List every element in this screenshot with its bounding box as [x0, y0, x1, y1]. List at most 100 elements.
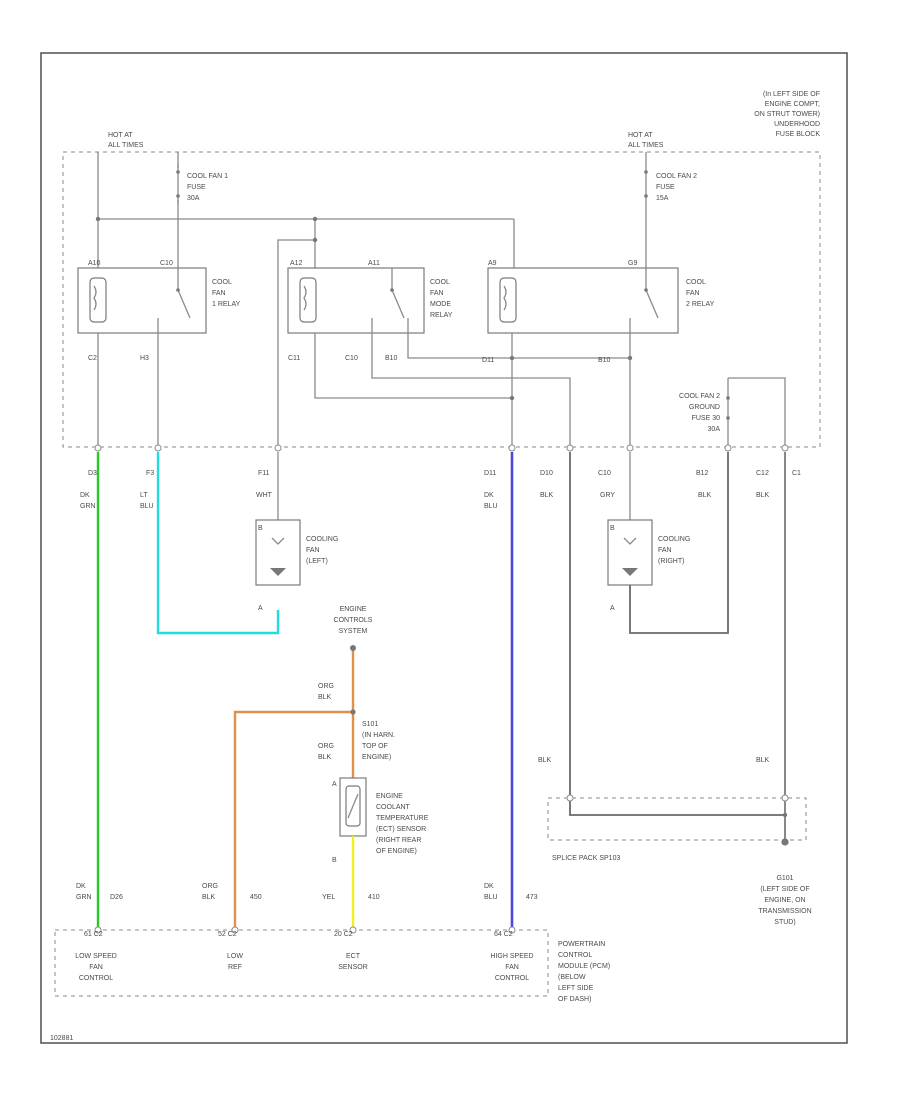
svg-text:(LEFT SIDE OF: (LEFT SIDE OF: [760, 886, 809, 893]
svg-text:ON STRUT TOWER): ON STRUT TOWER): [754, 111, 820, 118]
svg-text:LOW: LOW: [227, 953, 243, 960]
svg-text:S101: S101: [362, 721, 378, 728]
svg-text:B10: B10: [598, 357, 611, 364]
svg-text:GRY: GRY: [600, 492, 615, 499]
svg-text:FAN: FAN: [658, 547, 672, 554]
svg-text:STUD): STUD): [774, 919, 795, 926]
svg-text:F11: F11: [258, 470, 270, 477]
svg-text:C11: C11: [288, 355, 300, 362]
svg-text:MODE: MODE: [430, 301, 451, 308]
svg-text:LOW SPEED: LOW SPEED: [75, 953, 117, 960]
svg-text:COOL FAN 2: COOL FAN 2: [656, 173, 697, 180]
svg-text:DK: DK: [80, 492, 90, 499]
svg-text:CONTROL: CONTROL: [79, 975, 113, 982]
svg-text:64 C2: 64 C2: [494, 931, 513, 938]
svg-text:2 RELAY: 2 RELAY: [686, 301, 715, 308]
blk-ground-wire-right: [629, 452, 729, 634]
svg-text:COOL: COOL: [430, 279, 450, 286]
svg-text:B: B: [332, 857, 337, 864]
svg-text:FUSE: FUSE: [656, 184, 675, 191]
svg-text:30A: 30A: [708, 426, 721, 433]
svg-text:450: 450: [250, 894, 262, 901]
svg-text:REF: REF: [228, 964, 242, 971]
svg-text:BLK: BLK: [540, 492, 554, 499]
underhood-location-label: (In LEFT SIDE OF ENGINE COMPT, ON STRUT …: [754, 91, 820, 138]
ground-g101: G101 (LEFT SIDE OF ENGINE, ON TRANSMISSI…: [758, 838, 812, 926]
cool-fan-2-ground-fuse: COOL FAN 2 GROUND FUSE 30 30A: [679, 377, 786, 445]
svg-text:COOL FAN 1: COOL FAN 1: [187, 173, 228, 180]
svg-text:COOL: COOL: [212, 279, 232, 286]
cooling-fan-left: B A COOLING FAN (LEFT): [255, 519, 338, 612]
svg-text:F3: F3: [146, 470, 154, 477]
blk-ground-wire-left: [569, 452, 785, 816]
svg-text:HOT AT: HOT AT: [628, 132, 653, 139]
svg-text:COOLING: COOLING: [658, 536, 690, 543]
fuse-block-pin-labels: D3 F3 F11 D11 D10 C10 B12 C12 C1: [88, 470, 801, 477]
svg-text:A: A: [332, 781, 337, 788]
relay-junction-dots: [509, 355, 633, 401]
hot-at-all-times-right-label: HOT AT ALL TIMES: [628, 132, 664, 149]
svg-text:WHT: WHT: [256, 492, 273, 499]
svg-text:(BELOW: (BELOW: [558, 974, 586, 981]
svg-text:SPLICE PACK SP103: SPLICE PACK SP103: [552, 855, 620, 862]
svg-text:COOLING: COOLING: [306, 536, 338, 543]
svg-text:DK: DK: [76, 883, 86, 890]
svg-text:TEMPERATURE: TEMPERATURE: [376, 815, 429, 822]
svg-text:(IN HARN.: (IN HARN.: [362, 732, 395, 739]
svg-text:FAN: FAN: [505, 964, 519, 971]
svg-text:(In LEFT SIDE OF: (In LEFT SIDE OF: [763, 91, 820, 98]
pcm-boundary: [54, 929, 549, 997]
hot-at-all-times-left-label: HOT AT ALL TIMES: [108, 132, 144, 149]
svg-text:BLK: BLK: [756, 757, 770, 764]
svg-text:CONTROLS: CONTROLS: [334, 617, 373, 624]
svg-text:SYSTEM: SYSTEM: [339, 628, 368, 635]
engine-controls-system-label: ENGINE CONTROLS SYSTEM: [334, 606, 373, 635]
splice-pack-sp103-boundary: [547, 797, 807, 841]
svg-text:D11: D11: [484, 470, 496, 477]
svg-text:(ECT) SENSOR: (ECT) SENSOR: [376, 826, 426, 833]
svg-text:ALL TIMES: ALL TIMES: [108, 142, 144, 149]
svg-text:BLK: BLK: [202, 894, 216, 901]
svg-text:GRN: GRN: [80, 503, 96, 510]
svg-text:RELAY: RELAY: [430, 312, 453, 319]
pcm-function-labels: LOW SPEED FAN CONTROL LOW REF ECT SENSOR…: [75, 953, 533, 982]
splice-s101-label: S101 (IN HARN. TOP OF ENGINE): [362, 721, 395, 761]
svg-text:OF ENGINE): OF ENGINE): [376, 848, 417, 855]
pcm-connectors: 61 C2 52 C2 20 C2 64 C2: [84, 926, 516, 938]
svg-text:GROUND: GROUND: [689, 404, 720, 411]
svg-text:FUSE: FUSE: [187, 184, 206, 191]
svg-text:D11: D11: [482, 357, 494, 364]
svg-text:ORG: ORG: [202, 883, 218, 890]
svg-text:ENGINE COMPT,: ENGINE COMPT,: [765, 101, 820, 108]
svg-text:ECT: ECT: [346, 953, 361, 960]
svg-text:C1: C1: [792, 470, 801, 477]
ect-sensor: A B ENGINE COOLANT TEMPERATURE (ECT) SEN…: [332, 777, 429, 864]
svg-text:FUSE 30: FUSE 30: [692, 415, 721, 422]
svg-text:(RIGHT REAR: (RIGHT REAR: [376, 837, 421, 844]
org-blk-label-2: ORG BLK: [318, 743, 334, 761]
svg-text:BLU: BLU: [484, 503, 498, 510]
svg-text:POWERTRAIN: POWERTRAIN: [558, 941, 605, 948]
svg-text:C10: C10: [160, 260, 173, 267]
wire-color-labels: DK GRN LT BLU WHT DK BLU BLK GRY BLK BLK: [80, 492, 770, 510]
svg-text:A11: A11: [368, 260, 380, 267]
svg-text:FAN: FAN: [306, 547, 320, 554]
cool-fan-2-fuse: COOL FAN 2 FUSE 15A: [644, 170, 697, 202]
cool-fan-1-fuse: COOL FAN 1 FUSE 30A: [176, 164, 228, 204]
svg-text:COOLANT: COOLANT: [376, 804, 411, 811]
svg-text:20 C2: 20 C2: [334, 931, 353, 938]
svg-text:473: 473: [526, 894, 538, 901]
svg-text:D10: D10: [540, 470, 553, 477]
svg-text:B: B: [610, 525, 615, 532]
org-blk-label-1: ORG BLK: [318, 683, 334, 701]
pcm-location-label: POWERTRAIN CONTROL MODULE (PCM) (BELOW L…: [558, 941, 610, 1003]
cooling-fan-right: B A COOLING FAN (RIGHT): [607, 519, 690, 612]
svg-text:C10: C10: [598, 470, 611, 477]
svg-text:BLU: BLU: [484, 894, 498, 901]
svg-text:TRANSMISSION: TRANSMISSION: [758, 908, 811, 915]
svg-text:GRN: GRN: [76, 894, 92, 901]
pcm-wire-labels: DK GRN D26 ORG BLK 450 YEL 410 DK BLU 47…: [76, 883, 538, 901]
svg-text:BLK: BLK: [538, 757, 552, 764]
svg-text:BLU: BLU: [140, 503, 154, 510]
feed-junction-dots: [95, 216, 318, 243]
